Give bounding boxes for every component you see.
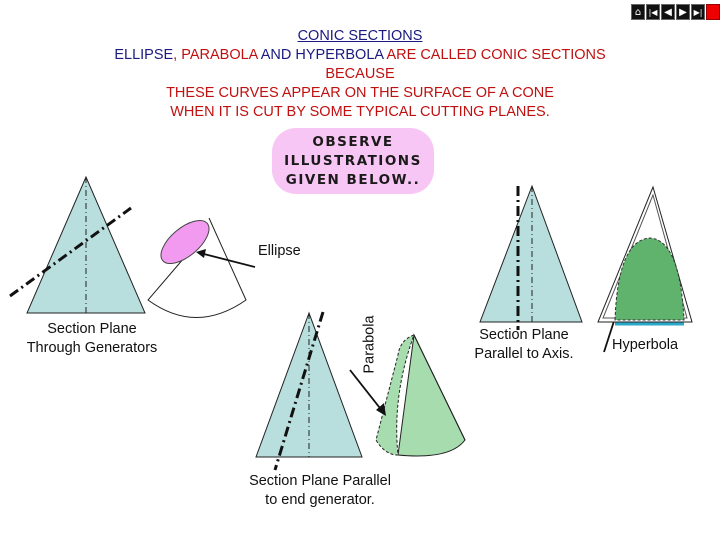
end-generator-label-line-2: to end generator. [265, 492, 375, 508]
prev-slide-button[interactable]: ◀ [661, 4, 675, 20]
observe-line-1: OBSERVE [312, 133, 394, 150]
hyperbola-words: AND HYPERBOLA [260, 47, 387, 63]
axis-pointer [603, 317, 616, 353]
comma: , [173, 47, 178, 63]
parabola-section [375, 334, 415, 456]
ellipse-section [160, 219, 210, 265]
generators-label-line-2: Through Generators [26, 340, 158, 356]
last-slide-button[interactable]: ▶| [691, 4, 705, 20]
cone-axis-parallel [479, 184, 583, 323]
first-slide-button[interactable]: |◀ [646, 4, 660, 20]
header-line-5: WHEN IT IS CUT BY SOME TYPICAL CUTTING P… [170, 104, 550, 120]
cutting-plane-1 [9, 206, 132, 298]
hyperbola-label: Hyperbola [612, 337, 679, 353]
parabola-half-cone [397, 333, 466, 457]
ellipse-pointer [199, 252, 256, 268]
hyperbola-section [614, 237, 685, 321]
called-words: ARE CALLED CONIC SECTIONS [386, 47, 606, 63]
end-generator-label: Section Plane Parallel to end generator. [228, 472, 412, 510]
axis-parallel-label-line-2: Parallel to Axis. [474, 346, 574, 362]
parabola-label: Parabola [361, 315, 378, 374]
axis-parallel-label-line-1: Section Plane [479, 327, 569, 343]
parabola-word: PARABOLA [177, 47, 261, 63]
ellipse-word: ELLIPSE [114, 47, 174, 63]
observe-line-3: GIVEN BELOW.. [285, 171, 421, 188]
axis-parallel-label: Section Plane Parallel to Axis. [462, 326, 586, 364]
frustum-outline [147, 217, 247, 318]
next-slide-button[interactable]: ▶ [676, 4, 690, 20]
ellipse-label: Ellipse [258, 243, 301, 259]
ellipse-pointer-head [196, 249, 206, 258]
parabola-pointer [349, 369, 384, 413]
generators-label: Section Plane Through Generators [18, 320, 166, 358]
observe-line-2: ILLUSTRATIONS [284, 152, 422, 169]
generators-label-line-1: Section Plane [47, 321, 137, 337]
cutting-plane-3 [273, 311, 325, 471]
header-line-2: ELLIPSE, PARABOLA AND HYPERBOLA ARE CALL… [0, 46, 720, 64]
header-line-3: BECAUSE [325, 66, 395, 82]
observe-callout: OBSERVE ILLUSTRATIONS GIVEN BELOW.. [272, 128, 434, 194]
header-line-4: THESE CURVES APPEAR ON THE SURFACE OF A … [166, 85, 554, 101]
slide-navigation: ⌂ |◀ ◀ ▶ ▶| [631, 4, 720, 20]
parabola-cone-edge [413, 334, 466, 441]
parabola-pointer-head [376, 403, 386, 416]
page-title: CONIC SECTIONS [297, 28, 423, 44]
end-generator-label-line-1: Section Plane Parallel [249, 473, 391, 489]
home-button[interactable]: ⌂ [631, 4, 645, 20]
